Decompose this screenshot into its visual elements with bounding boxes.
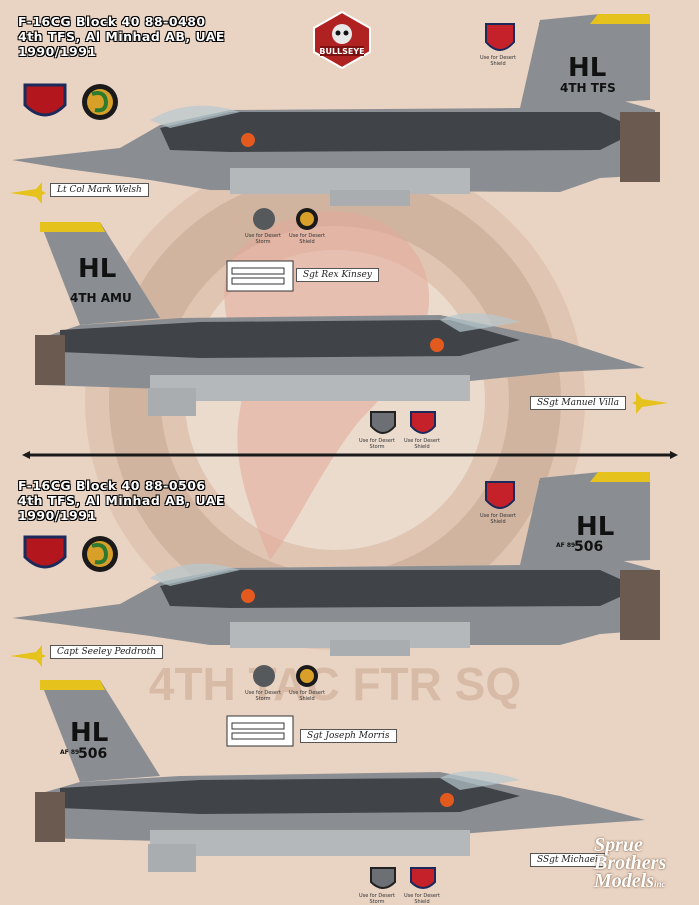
section-divider xyxy=(22,451,678,459)
tac-low-vis-icon xyxy=(370,411,396,434)
aircraft2-canopy xyxy=(440,312,520,332)
watermark-line3: Modelsinc xyxy=(594,870,666,893)
tac-shield-icon xyxy=(485,23,515,51)
pilot-name-3: Capt Seeley Peddroth xyxy=(50,645,164,659)
tac-patches-2 xyxy=(370,411,436,434)
aircraft3-tail-code: HL xyxy=(576,512,615,542)
watermark-line2: Brothers xyxy=(594,852,667,874)
aircraft4-tail xyxy=(40,680,160,782)
caption-desert-shield-3: Use for Desert Shield xyxy=(403,438,441,450)
placard-1 xyxy=(226,260,294,292)
tac-low-vis-icon xyxy=(370,867,396,889)
aircraft3-tail xyxy=(520,472,650,565)
aircraft2-tail-sub: 4TH AMU xyxy=(70,291,132,305)
aircraft2-tail xyxy=(40,222,160,325)
caption-desert-shield-1: Use for Desert Shield xyxy=(479,55,517,67)
caption-desert-storm-3: Use for Desert Storm xyxy=(358,438,396,450)
aircraft1-tail-sub: 4TH TFS xyxy=(560,81,616,95)
caption-desert-shield-5: Use for Desert Shield xyxy=(288,690,326,702)
caption-desert-storm-5: Use for Desert Storm xyxy=(244,690,282,702)
header2-line2: 4th TFS, Al Minhad AB, UAE xyxy=(18,493,225,508)
assistant-4: SSgt Michael xyxy=(530,853,605,867)
caption-desert-shield-2: Use for Desert Shield xyxy=(288,233,326,245)
skull-icon xyxy=(332,24,352,44)
tac-patches-4 xyxy=(370,867,436,889)
aircraft1-tail xyxy=(520,14,650,108)
wing-shield-icon xyxy=(23,83,67,117)
tac-shield-icon xyxy=(485,481,515,509)
caption-desert-storm-2: Use for Desert Storm xyxy=(244,233,282,245)
low-vis-snake-icon xyxy=(253,208,275,230)
bullseye-logo: BULLSEYE xyxy=(313,10,371,70)
placard-2 xyxy=(226,715,294,747)
crew-chief-2: Sgt Rex Kinsey xyxy=(296,268,379,282)
aircraft3-canopy xyxy=(150,563,240,586)
watermark-suffix: inc xyxy=(654,879,666,889)
snake-patches-1 xyxy=(253,208,318,230)
aircraft3-body xyxy=(12,472,660,656)
header1-line2: 4th TFS, Al Minhad AB, UAE xyxy=(18,29,225,44)
header1-line1: F-16CG Block 40 88-0480 xyxy=(18,14,206,29)
gold-jet-icon-3 xyxy=(10,645,46,667)
aircraft3-tail-serial: 506 xyxy=(574,539,604,555)
caption-desert-shield-6: Use for Desert Shield xyxy=(403,893,441,905)
emblem-text: 4TH TAC FTR SQ xyxy=(149,658,521,710)
gold-jet-icon-2 xyxy=(632,392,668,414)
aircraft3-header: F-16CG Block 40 88-0506 4th TFS, Al Minh… xyxy=(18,478,225,523)
watermark-models: Models xyxy=(594,870,654,892)
aircraft4-tail-code: HL xyxy=(70,718,109,748)
aircraft2-body xyxy=(35,222,645,416)
aircraft4-canopy xyxy=(440,770,520,790)
caption-desert-storm-6: Use for Desert Storm xyxy=(358,893,396,905)
squadron-badges-2 xyxy=(23,535,118,572)
header2-line3: 1990/1991 xyxy=(18,508,97,523)
aircraft1-header: F-16CG Block 40 88-0480 4th TFS, Al Minh… xyxy=(18,14,225,59)
aircraft4-tail-af: AF 89 xyxy=(60,749,80,756)
aircraft1-tail-code: HL xyxy=(568,53,607,83)
aircraft1-body xyxy=(12,14,660,206)
snake-patches-2 xyxy=(253,665,318,687)
crew-chief-4: Sgt Joseph Morris xyxy=(300,729,397,743)
header1-line3: 1990/1991 xyxy=(18,44,97,59)
assistant-2: SSgt Manuel Villa xyxy=(530,396,626,410)
pilot-name-1: Lt Col Mark Welsh xyxy=(50,183,149,197)
aircraft1-canopy xyxy=(150,105,240,128)
watermark: Sprue Brothers Modelsinc xyxy=(594,834,667,893)
tac-shield-icon xyxy=(410,867,436,889)
gold-jet-icon-1 xyxy=(10,182,46,204)
tac-shield-icon xyxy=(410,411,436,434)
logo-text: BULLSEYE xyxy=(319,47,364,56)
wing-shield-icon xyxy=(23,535,67,569)
aircraft4-tail-serial: 506 xyxy=(78,746,108,762)
squadron-badges-1 xyxy=(23,83,118,120)
aircraft4-body xyxy=(35,680,645,872)
aircraft2-tail-code: HL xyxy=(78,254,117,284)
aircraft3-tail-af: AF 89 xyxy=(556,542,576,549)
caption-desert-shield-4: Use for Desert Shield xyxy=(479,513,517,525)
watermark-line1: Sprue xyxy=(594,834,643,856)
low-vis-snake-icon xyxy=(253,665,275,687)
header2-line1: F-16CG Block 40 88-0506 xyxy=(18,478,206,493)
